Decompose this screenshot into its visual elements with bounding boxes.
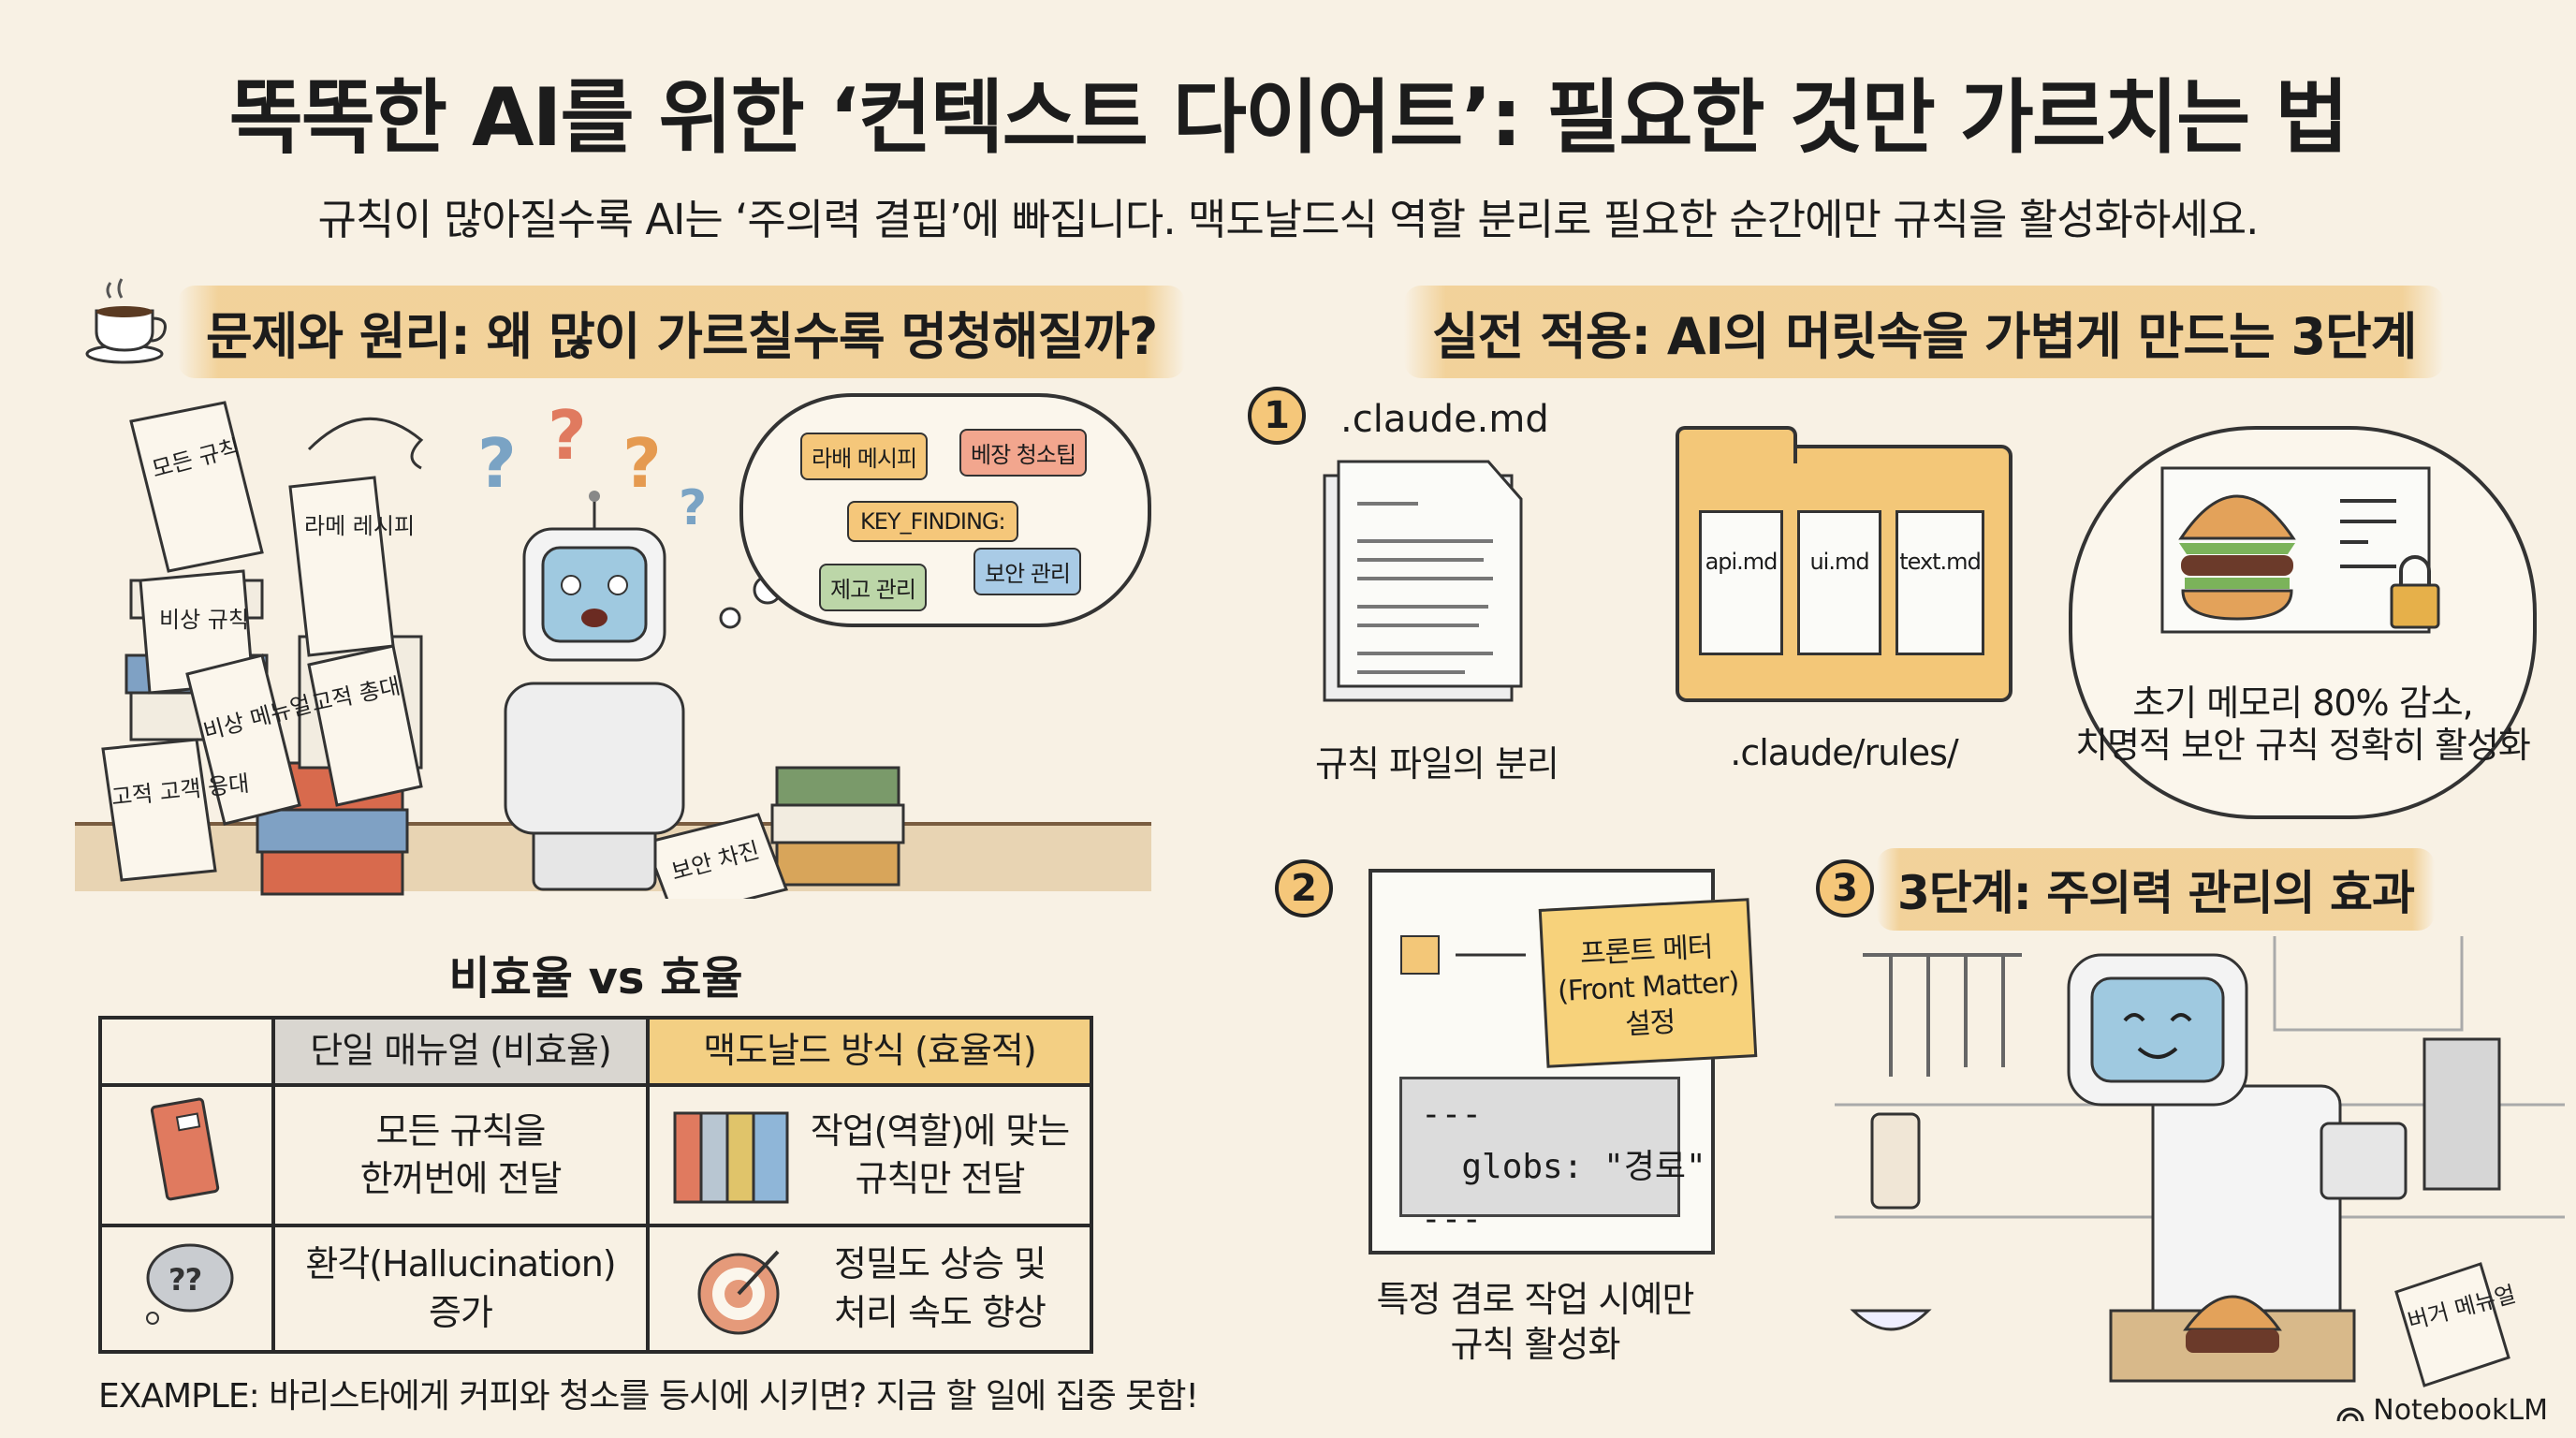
thought-tag: 베장 청소팁 [959, 429, 1088, 477]
table-cell: 모든 규칙을 한꺼번에 전달 [271, 1083, 650, 1227]
burger-recipe-card [2160, 466, 2440, 634]
table-header-row: 단일 매뉴얼 (비효율) 맥도날드 방식 (효율적) [98, 1016, 1093, 1087]
lock-icon [2390, 583, 2440, 629]
step-2-caption: 특정 겸로 작업 시예만 규칙 활성화 [1376, 1279, 1695, 1365]
table-header-inefficient: 단일 매뉴얼 (비효율) [271, 1016, 650, 1087]
step-2-badge: 2 [1275, 859, 1333, 917]
thought-tag: 라배 메시피 [800, 433, 929, 480]
scroll-label: 비상 규칙 [159, 607, 249, 633]
right-section-heading: 실전 적용: AI의 머릿속을 가볍게 만드는 3단계 [1404, 286, 2445, 378]
target-icon [697, 1250, 780, 1334]
folder-file-ui: ui.md [1797, 510, 1881, 655]
comparison-table: 단일 매뉴얼 (비효율) 맥도날드 방식 (효율적) 모든 규칙을 한꺼번에 전… [98, 1016, 1093, 1354]
result-text-2: 치명적 보안 규칙 정확히 활성화 [2075, 725, 2531, 766]
table-header-empty [98, 1016, 275, 1087]
svg-text:?: ? [679, 480, 707, 536]
svg-text:?: ? [477, 424, 517, 503]
step-3-badge: 3 [1816, 859, 1874, 917]
page-title: 똑똑한 AI를 위한 ‘컨텍스트 다이어트’: 필요한 것만 가르치는 법 [228, 71, 2349, 165]
notebooklm-icon [2336, 1407, 2364, 1421]
front-matter-code-block: --- globs: "경로" --- [1399, 1077, 1706, 1239]
left-section-heading: 문제와 원리: 왜 많이 가르칠수록 멍청해질까? [178, 286, 1186, 378]
folder-file-api: api.md [1699, 510, 1783, 655]
step-1-badge: 1 [1248, 387, 1306, 445]
doc-caption: 규칙 파일의 분리 [1315, 743, 1559, 785]
binders-icon [673, 1111, 789, 1204]
binder-icon [150, 1097, 219, 1201]
table-cell: 작업(역할)에 맞는 규칙만 전달 [810, 1109, 1070, 1199]
front-matter-sticky-note: 프론트 메터 (Front Matter) 설정 [1538, 898, 1758, 1068]
folder-file-text: text.md [1895, 510, 1984, 655]
result-text-1: 초기 메모리 80% 감소, [2132, 682, 2474, 724]
notebooklm-logo: NotebookLM [2335, 1394, 2548, 1427]
scroll-label: 라메 레시피 [304, 513, 415, 539]
thought-tag: 보안 관리 [973, 548, 1081, 595]
robot-confused [504, 491, 685, 891]
table-cell: 환각(Hallucination) 증가 [271, 1224, 650, 1354]
svg-text:?: ? [548, 396, 587, 475]
svg-text:?: ? [622, 424, 662, 503]
page-subtitle: 규칙이 많아질수록 AI는 ‘주의력 결핍’에 빠집니다. 맥도날드식 역할 분… [317, 195, 2260, 244]
confused-cloud-icon: ?? [145, 1243, 233, 1325]
table-row: ?? 환각(Hallucination) 증가 정밀도 상승 및 처리 속도 향… [98, 1224, 1093, 1354]
table-header-efficient: 맥도날드 방식 (효율적) [646, 1016, 1093, 1087]
folder-caption: .claude/rules/ [1730, 732, 1958, 773]
table-row: 모든 규칙을 한꺼번에 전달 작업(역할)에 맞는 규칙만 전달 [98, 1083, 1093, 1227]
svg-text:??: ?? [168, 1262, 201, 1298]
chef-robot-illustration: 버거 메뉴얼 [1835, 936, 2565, 1387]
table-cell: 정밀도 상승 및 처리 속도 향상 [834, 1243, 1046, 1333]
comparison-title: 비효율 vs 효율 [448, 952, 743, 1005]
document-stack-icon [1323, 460, 1523, 702]
example-text: EXAMPLE: 바리스타에게 커피와 청소를 등시에 시키면? 지금 할 일에… [98, 1377, 1199, 1416]
document-lines [1400, 935, 1526, 975]
thought-tag: KEY_FINDING: [847, 501, 1018, 542]
step-3-heading: 3단계: 주의력 관리의 효과 [1877, 848, 2436, 931]
overloaded-robot-illustration: 모든 규칙 라메 레시피 비상 규칙 비상 메뉴얼 고적 총대 고적 고객 응대… [75, 396, 1151, 899]
claude-md-filename: .claude.md [1340, 398, 1549, 441]
brand-name: NotebookLM [2373, 1394, 2548, 1427]
coffee-cup-icon [85, 278, 167, 364]
thought-tag: 제고 관리 [819, 564, 927, 611]
